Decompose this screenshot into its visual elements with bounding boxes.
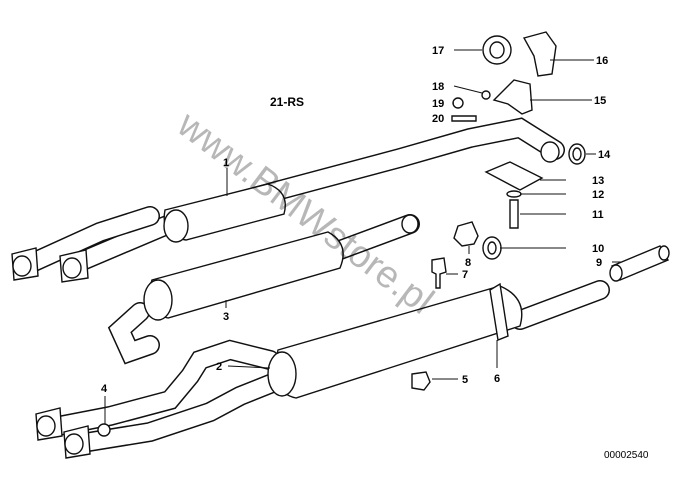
- diagram-title: 21-RS: [270, 95, 304, 109]
- part-6-clamp: [489, 282, 509, 341]
- label-part-17: 17: [432, 45, 444, 57]
- label-part-7: 7: [462, 269, 468, 281]
- part-4-nut: [97, 423, 111, 437]
- label-part-2: 2: [216, 361, 222, 373]
- part-20-bolt: [451, 115, 477, 122]
- leader-lines: [104, 49, 622, 424]
- part-labels: 1 2 3 4 5 6 7 8 9 10 11 12 13 14 15 16 1…: [101, 45, 611, 395]
- part-15-holder: [492, 79, 533, 115]
- part-17-rubber-mount: [482, 35, 512, 65]
- label-part-12: 12: [592, 189, 604, 201]
- part-10-gasket-ring: [482, 236, 502, 260]
- part-13-mounting-plate: [484, 161, 544, 191]
- label-part-4: 4: [101, 383, 108, 395]
- label-part-18: 18: [432, 81, 444, 93]
- diagram-code: 00002540: [604, 450, 649, 461]
- label-part-3: 3: [223, 311, 229, 323]
- label-part-15: 15: [594, 95, 606, 107]
- label-part-10: 10: [592, 243, 604, 255]
- part-8-rubber-buffer: [453, 221, 479, 247]
- label-part-14: 14: [598, 149, 611, 161]
- label-part-6: 6: [494, 373, 500, 385]
- part-5-nut: [411, 371, 431, 391]
- part-12-washer: [506, 190, 522, 198]
- part-19-nut: [452, 97, 464, 109]
- label-part-8: 8: [465, 257, 471, 269]
- part-2-rear-pipe-with-muffler: [35, 280, 610, 459]
- label-part-11: 11: [592, 209, 604, 221]
- label-part-19: 19: [432, 98, 444, 110]
- part-9-tail-pipe-tip: [609, 245, 670, 282]
- label-part-1: 1: [223, 157, 229, 169]
- part-14-gasket-ring: [568, 143, 586, 165]
- label-part-5: 5: [462, 374, 468, 386]
- part-1-front-pipe-with-muffler: [11, 117, 565, 283]
- label-part-16: 16: [596, 55, 608, 67]
- part-11-bolt: [509, 199, 519, 229]
- part-3-rear-muffler: [107, 214, 420, 365]
- part-7-bolt: [431, 257, 447, 289]
- part-16-hanger-bracket: [522, 31, 557, 77]
- label-part-9: 9: [596, 257, 602, 269]
- label-part-13: 13: [592, 175, 604, 187]
- part-18-washer: [481, 90, 491, 100]
- label-part-20: 20: [432, 113, 444, 125]
